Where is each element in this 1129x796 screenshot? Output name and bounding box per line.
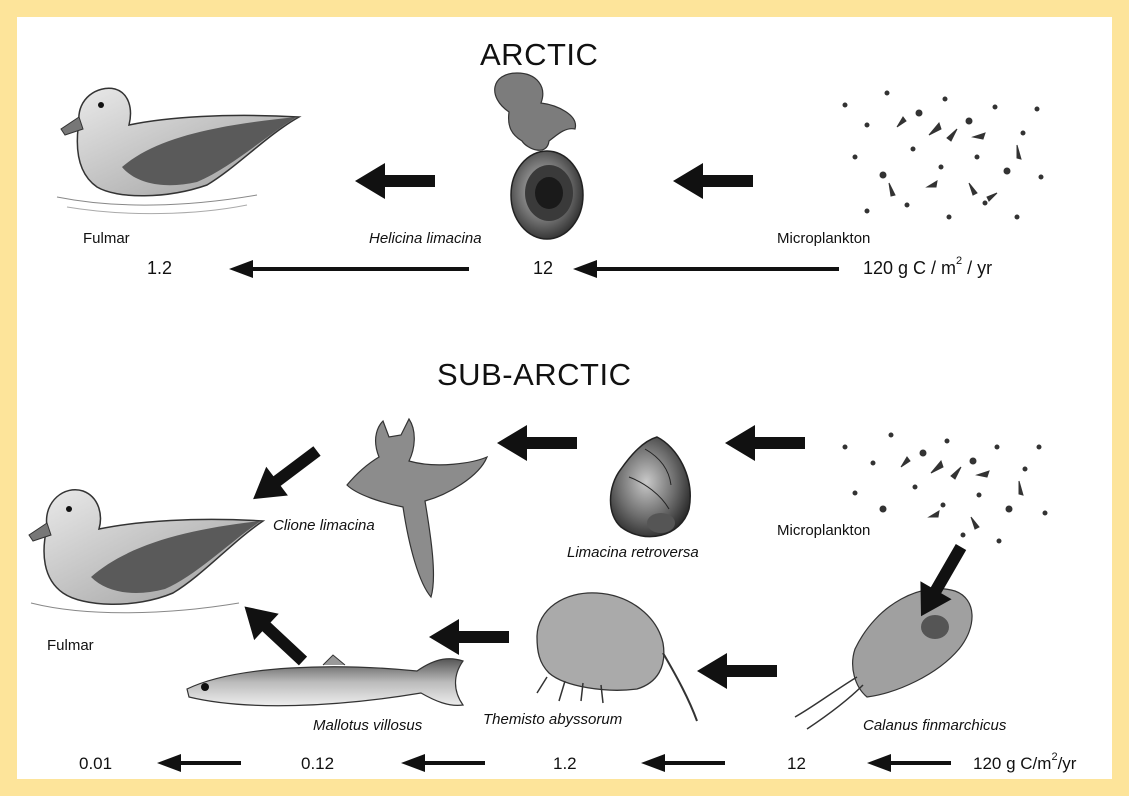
arctic-value-helicina: 12 [533,258,553,279]
diagram-artwork [17,17,1112,779]
fulmar-icon [29,490,263,613]
arctic-value-microplankton: 120 g C / m2 / yr [863,258,992,279]
arctic-title: ARCTIC [480,37,598,73]
subarctic-title: SUB-ARCTIC [437,357,631,393]
microplankton-icon [843,91,1043,219]
clione-label: Clione limacina [273,517,375,534]
mallotus-icon [187,655,463,706]
food-web-diagram: ARCTIC Fulmar Helicina limacina Micropla… [17,17,1112,779]
arctic-microplankton-label: Microplankton [777,230,870,247]
arctic-helicina-label: Helicina limacina [369,230,482,247]
subarctic-fulmar-label: Fulmar [47,637,94,654]
arctic-fulmar-label: Fulmar [83,230,130,247]
calanus-label: Calanus finmarchicus [863,717,1006,734]
limacina-icon [611,437,691,537]
microplankton-icon [843,433,1047,543]
subarctic-microplankton-label: Microplankton [777,522,870,539]
mallotus-label: Mallotus villosus [313,717,422,734]
subarctic-value-calanus: 12 [787,754,806,774]
subarctic-value-themisto: 1.2 [553,754,577,774]
subarctic-value-microplankton: 120 g C/m2/yr [973,754,1076,774]
clione-icon [347,419,487,597]
themisto-label: Themisto abyssorum [483,711,622,728]
limacina-label: Limacina retroversa [567,544,699,561]
arctic-value-fulmar: 1.2 [147,258,172,279]
subarctic-value-fulmar: 0.01 [79,754,112,774]
fulmar-icon [57,88,299,213]
calanus-icon [795,589,972,729]
subarctic-value-mallotus: 0.12 [301,754,334,774]
helicina-icon [495,73,583,239]
themisto-icon [537,593,697,721]
